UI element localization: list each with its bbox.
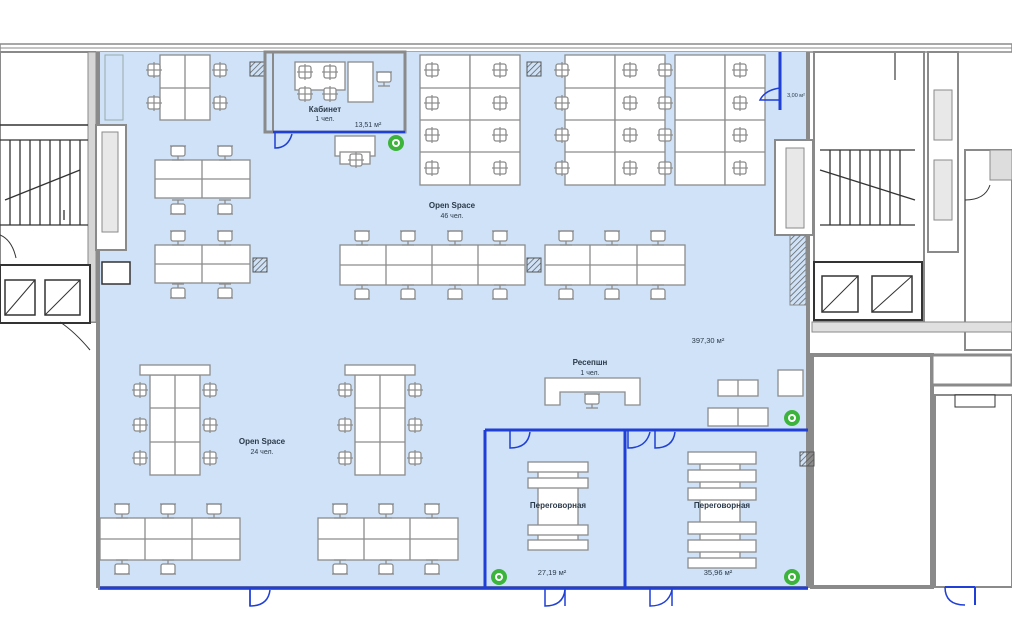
desk-cluster-left-2 bbox=[154, 230, 251, 299]
desk-row-middle bbox=[339, 230, 686, 300]
total-area: 397,30 м² bbox=[692, 336, 725, 345]
sofa-area bbox=[707, 369, 804, 427]
meeting-left-area: 27,19 м² bbox=[538, 568, 567, 577]
desk-cluster-top-center bbox=[419, 54, 766, 186]
cabinet-name: Кабинет bbox=[309, 105, 341, 114]
meeting-table-left bbox=[527, 461, 589, 551]
open-space-top-name: Open Space bbox=[429, 201, 476, 210]
meeting-table-right bbox=[687, 451, 757, 569]
desk-row-bottom-left bbox=[99, 503, 241, 575]
reception-desk bbox=[544, 377, 641, 409]
desk-cluster-lower-left bbox=[131, 364, 219, 476]
room-labels: Кабинет 1 чел. 13,51 м² Open Space 46 че… bbox=[239, 93, 805, 577]
desk-cluster-lower-center bbox=[336, 364, 424, 476]
cabinet-area: 13,51 м² bbox=[355, 122, 382, 129]
staircase-right bbox=[774, 51, 1012, 351]
reception-capacity: 1 чел. bbox=[580, 370, 599, 377]
desk-row-bottom-center bbox=[317, 503, 459, 575]
staircase-left bbox=[0, 51, 131, 351]
open-space-bottom-name: Open Space bbox=[239, 437, 286, 446]
cabinet-capacity: 1 чел. bbox=[315, 116, 334, 123]
meeting-right-area: 35,96 м² bbox=[704, 568, 733, 577]
reception-name: Ресепшн bbox=[573, 358, 608, 367]
meeting-left-name: Переговорная bbox=[530, 501, 587, 510]
column-icon bbox=[249, 61, 815, 467]
cabinet-room bbox=[263, 50, 407, 169]
open-space-top-capacity: 46 чел. bbox=[440, 213, 463, 220]
room-right-lower bbox=[810, 321, 1012, 606]
door-icon bbox=[249, 87, 781, 607]
meeting-right-name: Переговорная bbox=[694, 501, 751, 510]
desk-cluster-top-left bbox=[104, 54, 229, 121]
meeting-partitions bbox=[100, 52, 808, 590]
small-room-area: 3,00 м² bbox=[787, 93, 805, 99]
open-space-bottom-capacity: 24 чел. bbox=[250, 449, 273, 456]
desk-cluster-left-1 bbox=[154, 145, 251, 215]
